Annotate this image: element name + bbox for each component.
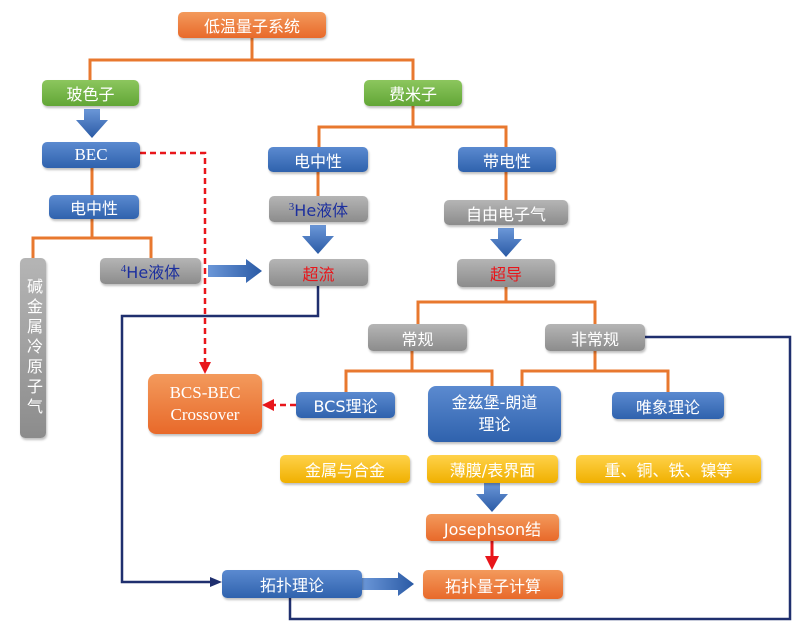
navy-arrowhead-topo xyxy=(210,577,222,587)
node-label: 拓扑量子计算 xyxy=(444,576,541,596)
node-label: BCS理论 xyxy=(313,397,378,416)
node-thin-film-interface: 薄膜/表界面 xyxy=(427,455,558,483)
node-topological-theory: 拓扑理论 xyxy=(222,570,362,598)
node-label-line2: 理论 xyxy=(478,415,511,434)
node-label: 电中性 xyxy=(69,199,118,218)
node-label: 费米子 xyxy=(388,85,437,104)
he3-superscript: 3 xyxy=(288,200,295,213)
blue-arrow-boson-bec xyxy=(76,109,108,138)
node-superfluid: 超流 xyxy=(269,259,368,286)
node-bcs-bec-crossover: BCS-BEC Crossover xyxy=(148,374,262,434)
node-label: Josephson结 xyxy=(443,519,542,539)
node-josephson-junction: Josephson结 xyxy=(426,514,559,541)
blue-arrow-he3-superfluid xyxy=(302,225,334,254)
red-dash-arrowhead-down xyxy=(199,362,211,374)
node-label: He液体 xyxy=(126,263,181,282)
node-neutral-boson: 电中性 xyxy=(49,195,139,219)
orange-tree-lines xyxy=(31,38,670,392)
he4-superscript: 4 xyxy=(120,262,127,275)
node-label: 超导 xyxy=(489,265,522,284)
node-label: 碱金属冷原子气 xyxy=(24,278,43,418)
node-ginzburg-landau-theory: 金兹堡-朗道 理论 xyxy=(428,386,561,442)
node-boson: 玻色子 xyxy=(42,80,139,106)
node-conventional: 常规 xyxy=(368,324,467,351)
node-label: 常规 xyxy=(401,329,434,349)
node-bcs-theory: BCS理论 xyxy=(296,392,395,418)
node-label: 薄膜/表界面 xyxy=(449,461,536,480)
node-unconventional: 非常规 xyxy=(545,324,645,351)
node-neutral-fermion: 电中性 xyxy=(268,147,368,172)
node-label: 重、铜、铁、镍等 xyxy=(604,461,733,480)
node-label: 低温量子系统 xyxy=(203,17,300,36)
node-bec: BEC xyxy=(42,142,140,168)
node-label: He液体 xyxy=(294,201,349,220)
blue-arrow-topo-qc xyxy=(362,572,414,596)
node-label-line1: 金兹堡-朗道 xyxy=(451,393,538,412)
node-charged: 带电性 xyxy=(458,147,556,172)
node-label: BEC xyxy=(74,145,108,164)
node-label-line2: Crossover xyxy=(170,405,240,424)
node-heavy-fermion-cu-fe-ni: 重、铜、铁、镍等 xyxy=(576,455,761,483)
node-low-temp-quantum: 低温量子系统 xyxy=(178,12,326,38)
node-label: 金属与合金 xyxy=(304,461,385,480)
red-arrow-head xyxy=(485,556,499,570)
blue-arrow-electron-superconduct xyxy=(490,228,522,257)
red-dash-arrowhead-left xyxy=(262,399,274,411)
node-label: 非常规 xyxy=(570,329,619,349)
node-he4-liquid: 4He液体 xyxy=(100,258,201,284)
node-label: 唯象理论 xyxy=(635,397,700,417)
node-phenomenological-theory: 唯象理论 xyxy=(612,392,724,419)
node-free-electron-gas: 自由电子气 xyxy=(444,200,568,225)
blue-arrow-he4-superfluid xyxy=(208,259,262,283)
red-dashed-lines xyxy=(140,151,296,407)
node-label: 自由电子气 xyxy=(465,204,546,224)
node-label: 拓扑理论 xyxy=(259,576,324,595)
navy-lines xyxy=(120,286,792,621)
node-metals-alloys: 金属与合金 xyxy=(280,455,410,483)
node-superconductivity: 超导 xyxy=(457,259,555,287)
node-label-line1: BCS-BEC xyxy=(169,383,241,402)
node-fermion: 费米子 xyxy=(364,80,462,106)
node-label: 带电性 xyxy=(482,151,531,171)
node-topological-quantum-computing: 拓扑量子计算 xyxy=(423,570,563,599)
node-he3-liquid: 3He液体 xyxy=(269,196,368,222)
node-label: 玻色子 xyxy=(66,85,115,104)
blue-arrow-film-josephson xyxy=(476,483,508,512)
node-label: 电中性 xyxy=(293,151,342,171)
node-label: 超流 xyxy=(302,264,335,284)
node-alkali-cold-atom-gas: 碱金属冷原子气 xyxy=(20,258,46,438)
